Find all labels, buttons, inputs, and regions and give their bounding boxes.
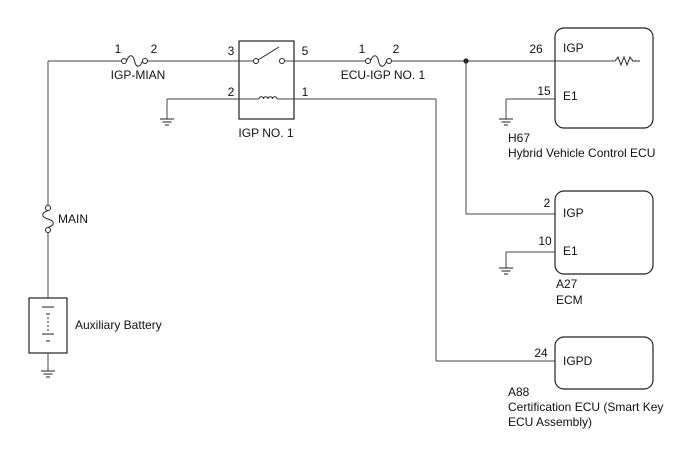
ecu-name: ECM [556,293,583,307]
fuse-label: ECU-IGP NO. 1 [341,68,426,82]
relay-pin-3: 3 [228,44,235,58]
ground-icon [499,118,513,126]
terminal-name: IGP [563,41,584,55]
ground-icon [499,267,513,275]
fuse-pin-1: 1 [359,42,366,56]
ecu-h67: IGP 26 E1 15 H67 Hybrid Vehicle Control … [499,27,655,160]
relay-ground [160,98,239,126]
fuse-ecu-igp: 1 2 ECU-IGP NO. 1 [341,42,426,82]
terminal-name: IGPD [563,354,593,368]
ecu-name-line-1: Certification ECU (Smart Key [508,400,663,414]
auxiliary-battery: Auxiliary Battery [28,297,162,378]
terminal-pin: 24 [534,346,548,360]
ground-icon [41,370,55,378]
terminal-pin: 15 [537,84,551,98]
relay-pin-5: 5 [302,44,309,58]
fuse-igp-main: 1 2 IGP-MIAN [111,42,166,82]
terminal-pin: 26 [529,42,543,56]
ecu-a88: IGPD 24 A88 Certification ECU (Smart Key… [508,336,663,429]
fuse-pin-2: 2 [393,42,400,56]
fuse-label: IGP-MIAN [111,68,166,82]
connector-code: A27 [556,277,578,291]
connector-code: H67 [508,131,530,145]
ecu-name-line-2: ECU Assembly) [508,415,592,429]
connector-code: A88 [508,385,530,399]
fuse-pin-1: 1 [115,42,122,56]
fuse-label: MAIN [58,212,88,226]
fuse-main: MAIN [42,205,88,233]
relay-label: IGP NO. 1 [238,126,293,140]
terminal-name: E1 [563,244,578,258]
wire-junction-to-ecm [465,61,555,215]
terminal-name: E1 [563,89,578,103]
battery-label: Auxiliary Battery [75,318,162,332]
ecu-name: Hybrid Vehicle Control ECU [508,146,655,160]
ground-icon [160,118,174,126]
relay-igp-no1: 3 5 2 1 IGP NO. 1 [228,40,309,140]
ecu-a27: IGP 2 E1 10 A27 ECM [499,190,654,307]
main-power-line [47,58,555,298]
terminal-name: IGP [563,206,584,220]
fuse-pin-2: 2 [151,42,158,56]
wire-relay-to-a88 [294,98,555,362]
relay-pin-1: 1 [302,85,309,99]
terminal-pin: 10 [538,234,552,248]
relay-pin-2: 2 [228,85,235,99]
terminal-pin: 2 [544,196,551,210]
